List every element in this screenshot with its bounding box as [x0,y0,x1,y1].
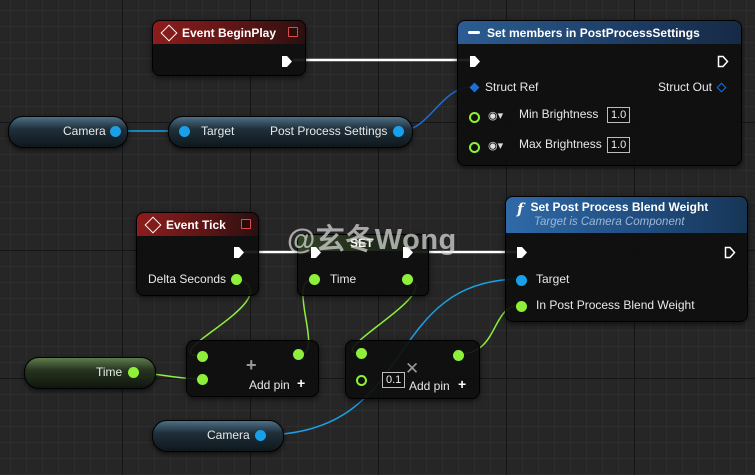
multiply-input-b-pin[interactable] [356,375,367,386]
multiply-node[interactable]: 0.1 ✕ Add pin + [345,340,480,399]
post-process-settings-getter-node[interactable] [168,116,413,148]
event-icon [160,24,178,41]
add-node[interactable]: + Add pin + [186,340,319,397]
eye-icon[interactable]: ◉▾ [488,140,504,152]
set-blend-weight-node[interactable]: f Set Post Process Blend Weight Target i… [505,196,748,322]
multiply-operator-icon: ✕ [405,359,420,378]
event-tick-title: Event Tick [166,217,226,232]
event-tick-header: Event Tick [137,213,258,236]
max-brightness-input[interactable]: 1.0 [607,137,631,153]
time-label: Time [330,272,357,286]
struct-out-label: Struct Out [658,80,713,94]
add-pin-label[interactable]: Add pin [409,379,450,393]
max-brightness-label: Max Brightness [519,137,602,151]
eye-icon[interactable]: ◉▾ [488,110,504,122]
target-label: Target [536,272,570,286]
set-blend-weight-subtitle: Target is Camera Component [534,216,685,228]
max-brightness-pin[interactable] [469,142,480,153]
blend-weight-in-pin[interactable] [516,301,527,312]
event-tick-node[interactable]: Event Tick Delta Seconds [136,212,259,296]
camera-label: Camera [63,124,106,138]
add-operator-icon: + [246,355,257,375]
multiply-value-input[interactable]: 0.1 [382,372,406,388]
struct-ref-pin[interactable] [469,82,480,93]
multiply-output-pin[interactable] [453,350,464,361]
add-pin-icon[interactable]: + [297,375,306,391]
exec-out-pin-icon[interactable] [724,246,736,259]
target-label: Target [201,124,235,138]
add-input-a-pin[interactable] [197,351,208,362]
event-beginplay-header: Event BeginPlay [153,21,305,44]
target-in-pin[interactable] [179,126,190,137]
exec-out-pin-icon[interactable] [233,246,245,259]
camera-out-pin[interactable] [255,430,266,441]
blend-weight-label: In Post Process Blend Weight [536,298,695,312]
time-in-pin[interactable] [309,274,320,285]
struct-ref-label: Struct Ref [485,80,539,94]
exec-in-pin-icon[interactable] [469,55,481,68]
post-process-settings-out-pin[interactable] [393,126,404,137]
target-in-pin[interactable] [516,275,527,286]
struct-out-pin[interactable] [716,82,727,93]
delta-seconds-out-pin[interactable] [231,274,242,285]
min-brightness-input[interactable]: 1.0 [607,107,631,123]
event-beginplay-node[interactable]: Event BeginPlay [152,20,306,76]
exec-in-pin-icon[interactable] [516,246,528,259]
camera-label: Camera [207,428,250,442]
delta-seconds-label: Delta Seconds [148,272,227,286]
add-pin-icon[interactable]: + [458,376,467,392]
exec-out-pin-icon[interactable] [281,55,293,68]
exec-in-pin-icon[interactable] [310,246,322,259]
min-brightness-pin[interactable] [469,112,480,123]
camera-variable-node[interactable] [8,116,128,148]
event-icon [144,216,162,233]
set-blend-weight-title: Set Post Process Blend Weight [530,200,709,214]
time-variable-out-pin[interactable] [128,367,139,378]
min-brightness-label: Min Brightness [519,107,599,121]
set-members-header: Set members in PostProcessSettings [458,21,741,44]
struct-member-icon [468,31,480,34]
set-members-title: Set members in PostProcessSettings [487,25,700,40]
exec-out-pin-icon[interactable] [402,246,414,259]
delegate-pin-icon[interactable] [241,219,251,229]
add-input-b-pin[interactable] [197,374,208,385]
time-variable-label: Time [96,365,123,379]
exec-out-pin-icon[interactable] [717,55,729,68]
delegate-pin-icon[interactable] [288,27,298,37]
camera-out-pin[interactable] [110,126,121,137]
set-members-node[interactable]: Set members in PostProcessSettings Struc… [457,20,742,166]
time-out-pin[interactable] [402,274,413,285]
set-time-title: SET [350,236,374,250]
add-output-pin[interactable] [293,349,304,360]
event-beginplay-title: Event BeginPlay [182,25,277,40]
set-blend-weight-header: f Set Post Process Blend Weight Target i… [506,197,747,233]
post-process-settings-label: Post Process Settings [270,124,388,138]
function-icon: f [517,200,524,218]
multiply-input-a-pin[interactable] [356,348,367,359]
set-time-header [298,235,428,251]
watermark: @玄冬Wong [287,224,457,256]
add-pin-label[interactable]: Add pin [249,378,290,392]
